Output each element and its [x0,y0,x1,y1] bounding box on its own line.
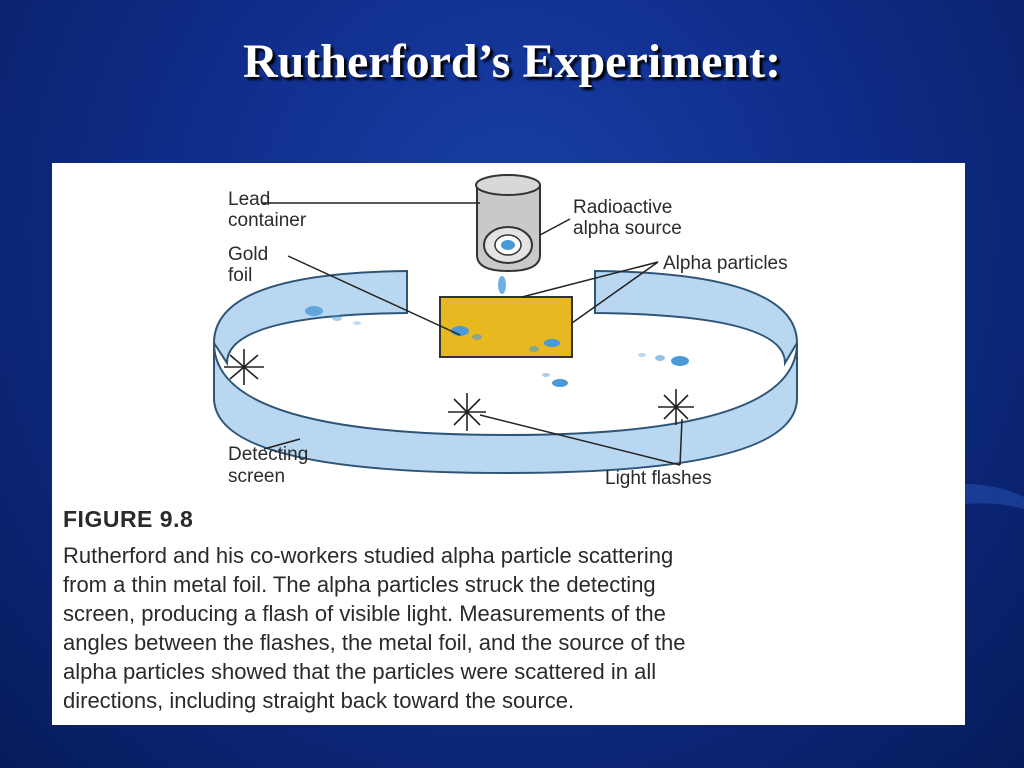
light-flash-right [658,389,694,425]
label-source: alpha source [573,218,682,239]
figure-caption: Rutherford and his co-workers studied al… [63,541,958,715]
screen-back-right [594,269,799,367]
caption-line: directions, including straight back towa… [63,688,575,713]
label-detecting-screen: screen [228,466,285,487]
leader-lines [262,202,683,466]
label-lead-container: container [228,210,307,231]
caption-line: angles between the flashes, the metal fo… [63,630,686,655]
caption-line: from a thin metal foil. The alpha partic… [63,572,656,597]
lead-container [475,174,541,273]
figure-panel: Lead container Radioactive alpha source … [52,163,965,725]
particle-trails-back [305,276,506,325]
label-source: Radioactive [573,197,672,218]
label-light-flashes: Light flashes [605,468,712,489]
figure-title: FIGURE 9.8 [63,506,194,532]
screen-back [212,269,408,367]
detecting-screen [213,342,798,475]
caption-line: screen, producing a flash of visible lig… [63,601,666,626]
caption-line: Rutherford and his co-workers studied al… [63,543,674,568]
label-alpha-particles: Alpha particles [663,253,788,274]
rutherford-diagram: Lead container Radioactive alpha source … [212,174,799,489]
label-lead-container: Lead [228,189,270,210]
alpha-source [501,240,515,250]
label-detecting-screen: Detecting [228,444,308,465]
label-gold-foil: foil [228,265,252,286]
light-flash-center [448,393,486,431]
label-gold-foil: Gold [228,244,268,265]
particle-trails-front [542,353,689,387]
caption-line: alpha particles showed that the particle… [63,659,657,684]
light-flash-left [224,349,264,385]
slide-title: Rutherford’s Experiment: [242,35,782,88]
